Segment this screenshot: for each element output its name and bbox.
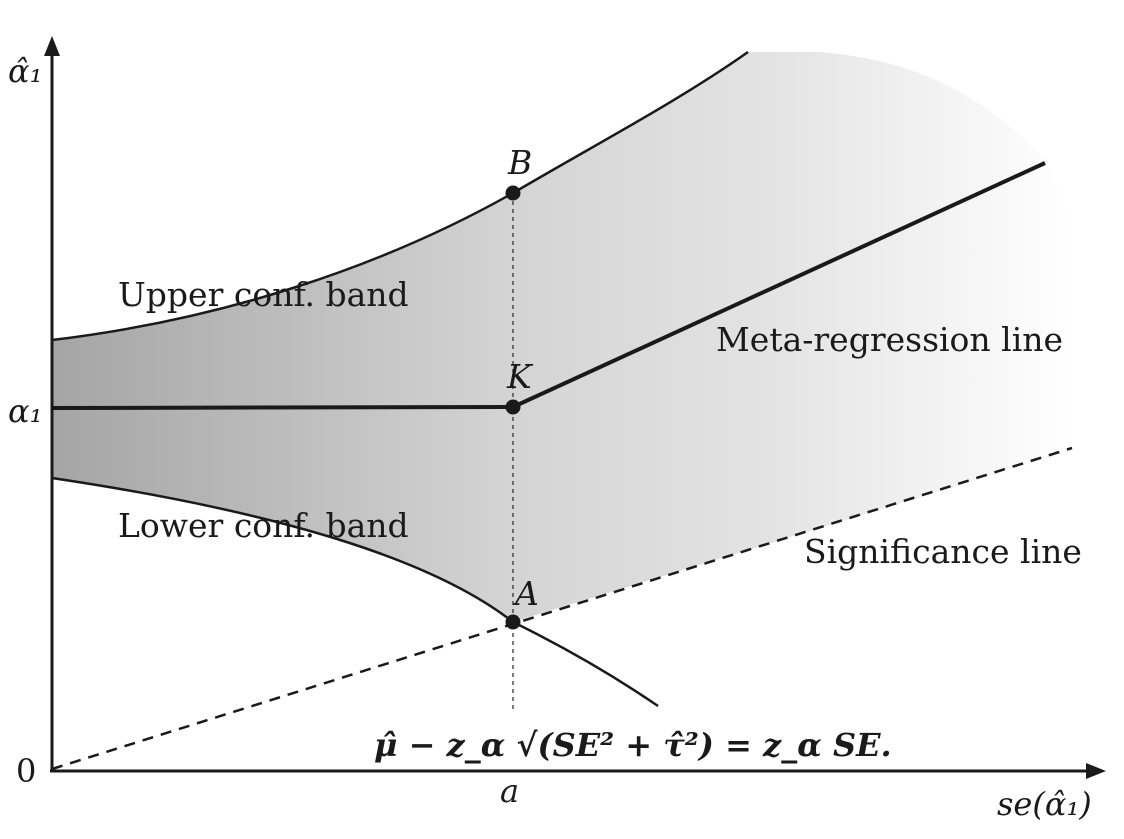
confidence-region <box>52 52 1075 622</box>
upper-band-curve <box>51 50 749 342</box>
x-axis-arrowhead <box>1086 763 1106 779</box>
point-B <box>505 185 521 201</box>
x-axis-label: se(α̂₁) <box>997 785 1092 823</box>
point-B-label: B <box>507 143 532 182</box>
upper-band-label: Upper conf. band <box>118 275 409 314</box>
point-A-label: A <box>512 574 539 613</box>
x-tick-a: a <box>500 772 519 810</box>
lower-band-label: Lower conf. band <box>118 506 409 545</box>
lower-band-curve <box>51 476 659 708</box>
significance-label: Significance line <box>804 532 1082 571</box>
significance-line <box>51 446 1073 771</box>
point-K-label: K <box>506 357 534 396</box>
point-K <box>505 399 521 415</box>
equation: μ̂ − z_α √(SE² + τ̂²) = z_α SE. <box>374 726 892 764</box>
equation-background <box>366 718 786 768</box>
meta-regression-label: Meta-regression line <box>716 320 1063 359</box>
y-tick-zero: 0 <box>16 752 36 790</box>
y-tick-alpha: α₁ <box>8 392 42 430</box>
point-A <box>505 614 521 630</box>
y-axis-label: α̂₁ <box>8 52 42 90</box>
y-axis-arrowhead <box>44 36 60 56</box>
